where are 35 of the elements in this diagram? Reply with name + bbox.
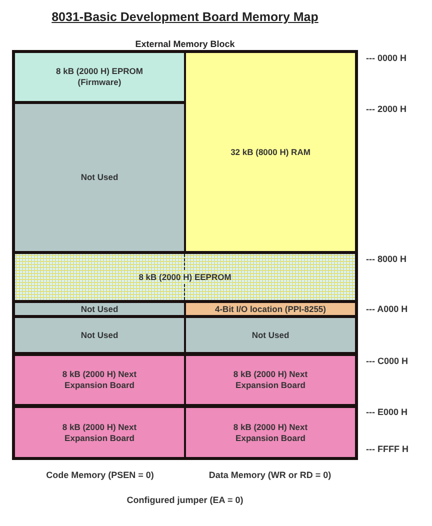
region-label: 32 kB (8000 H) RAM: [230, 146, 310, 158]
note-text: Data Memory (WR or RD = 0): [208, 470, 332, 480]
block-heading: External Memory Block: [134, 39, 236, 49]
region-label: Not Used: [252, 330, 290, 340]
memory-region: [186, 318, 355, 352]
memory-region: [15, 104, 184, 251]
address-label: --- 8000 H: [366, 254, 407, 264]
address-label: --- E000 H: [366, 407, 408, 417]
memory-region: [15, 408, 184, 457]
diagram-title: 8031-Basic Development Board Memory Map: [52, 10, 318, 24]
address-label: --- C000 H: [366, 356, 408, 366]
address-label: --- FFFF H: [366, 444, 408, 454]
memory-region: [186, 53, 355, 251]
address-label: --- 2000 H: [366, 104, 407, 114]
memory-region: [186, 408, 355, 457]
region-label: Not Used: [80, 304, 118, 314]
region-label: 8 kB (2000 H) Next Expansion Board: [232, 422, 309, 444]
region-label: 8 kB (2000 H) Next Expansion Board: [61, 369, 138, 391]
memory-region: [15, 318, 184, 352]
memory-region: [15, 303, 184, 315]
region-label: 4-Bit I/O location (PPI-8255): [215, 304, 326, 314]
memory-region: [15, 254, 355, 300]
region-label: 8 kB (2000 H) Next Expansion Board: [232, 369, 309, 391]
region-label: Not Used: [80, 172, 118, 183]
memory-region: [186, 356, 355, 404]
memory-region: [186, 303, 355, 315]
note-text: Configured jumper (EA = 0): [126, 495, 244, 505]
address-label: --- 0000 H: [366, 53, 407, 63]
memory-region: [15, 356, 184, 404]
region-label: Not Used: [80, 330, 118, 340]
region-label: 8 kB (2000 H) EPROM (Firmware): [55, 66, 144, 88]
address-label: --- A000 H: [366, 304, 408, 314]
note-text: Code Memory (PSEN = 0): [46, 470, 154, 480]
memory-region: [15, 53, 184, 101]
region-label: 8 kB (2000 H) Next Expansion Board: [61, 422, 138, 444]
